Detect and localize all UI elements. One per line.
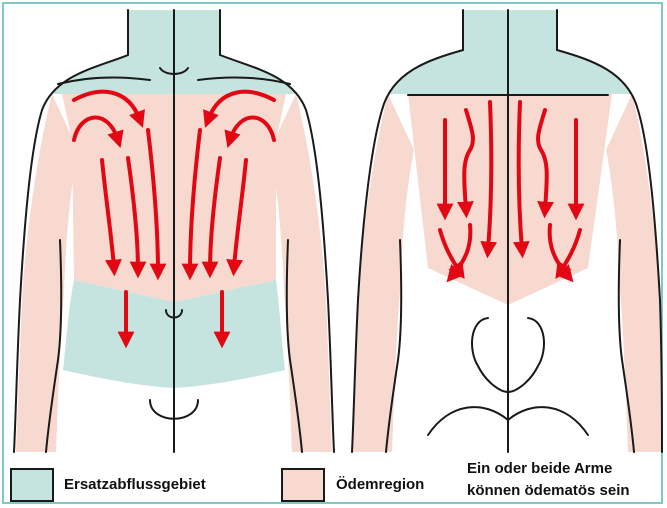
back-right-arm-oedem <box>606 94 661 452</box>
back-left-arm-oedem <box>352 94 414 452</box>
back-view <box>352 10 662 452</box>
front-view <box>14 10 334 452</box>
back-neck-drainage <box>388 10 632 94</box>
legend-arms-line1: Ein oder beide Arme <box>467 459 612 479</box>
legend-swatch-ersatzabfluss <box>10 468 54 502</box>
body-diagram <box>0 0 667 455</box>
back-upper-oedem <box>408 94 612 305</box>
legend-label-oedem: Ödemregion <box>336 475 424 495</box>
legend-swatch-oedem <box>281 468 325 502</box>
legend-label-ersatzabfluss: Ersatzabflussgebiet <box>64 475 206 495</box>
legend-arms-line2: können ödematös sein <box>467 481 630 501</box>
front-left-arm-oedem <box>16 94 78 452</box>
legend: Ersatzabflussgebiet Ödemregion Ein oder … <box>0 455 667 508</box>
front-right-arm-oedem <box>270 94 332 452</box>
